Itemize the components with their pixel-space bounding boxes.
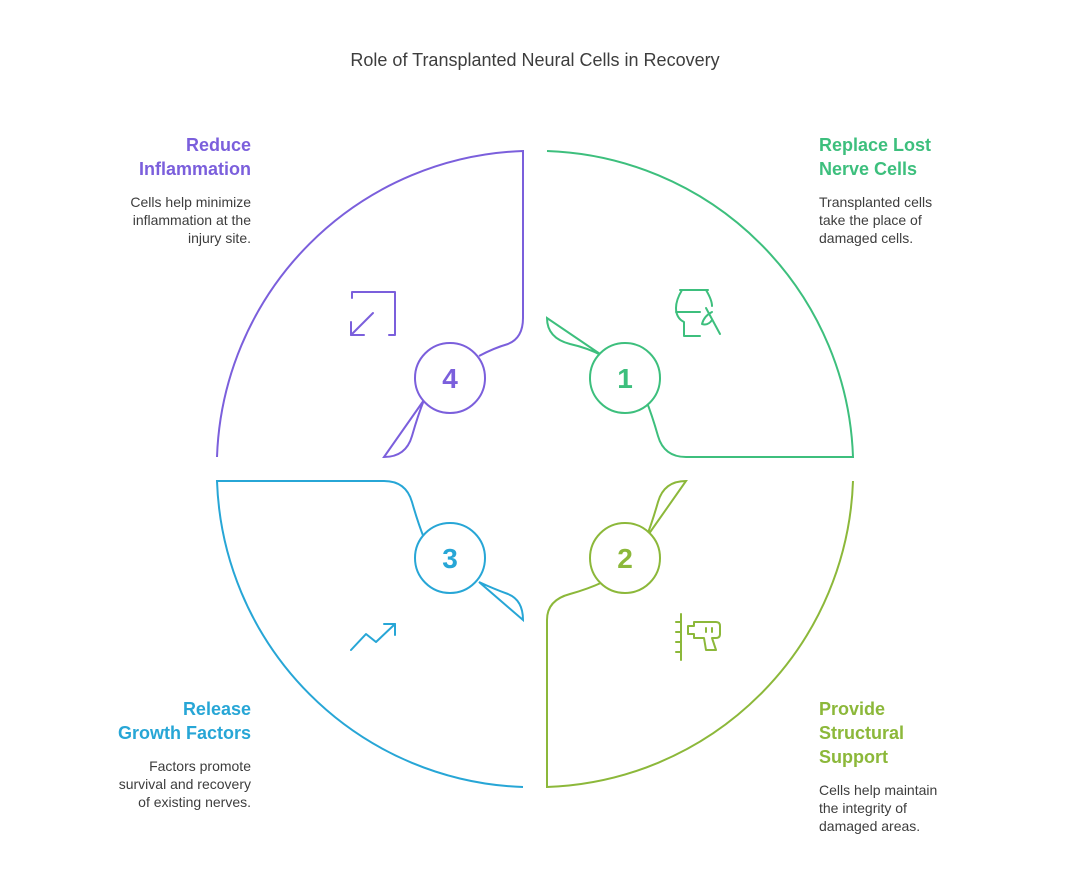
card-2-description: Cells help maintain the integrity of dam… — [819, 782, 938, 834]
quadrant-4-segment — [216, 149, 524, 459]
card-replace-lost-nerve-cells: Replace Lost Nerve Cells Transplanted ce… — [819, 133, 1019, 247]
card-1-description: Transplanted cells take the place of dam… — [819, 194, 933, 246]
step-1-badge: 1 — [589, 342, 661, 414]
drill-icon — [675, 613, 721, 661]
step-3-badge: 3 — [414, 522, 486, 594]
trend-up-icon — [350, 623, 396, 651]
card-1-heading-line1: Replace Lost — [819, 135, 932, 155]
step-2-badge: 2 — [589, 522, 661, 594]
card-3-description: Factors promote survival and recovery of… — [118, 758, 251, 810]
card-4-heading-line1: Reduce — [185, 135, 251, 155]
card-4-description: Cells help minimize inflammation at the … — [130, 194, 251, 246]
card-3-heading-line2: Growth Factors — [117, 723, 251, 743]
card-2-heading-line2: Structural — [819, 723, 905, 743]
shrink-arrow-icon — [350, 291, 396, 336]
card-4-heading-line2: Inflammation — [138, 159, 251, 179]
card-provide-structural-support: Provide Structural Support Cells help ma… — [819, 697, 1019, 835]
card-1-heading-line2: Nerve Cells — [819, 159, 918, 179]
step-4-badge: 4 — [414, 342, 486, 414]
step-4-number: 4 — [442, 363, 458, 394]
quadrant-1-segment — [545, 150, 855, 458]
diagram-title: Role of Transplanted Neural Cells in Rec… — [350, 50, 720, 70]
quadrant-2-segment — [546, 479, 854, 789]
step-1-number: 1 — [617, 363, 633, 394]
quadrant-3-segment — [215, 480, 525, 788]
vase-brush-icon — [675, 289, 721, 337]
card-2-heading-line1: Provide — [819, 699, 886, 719]
card-reduce-inflammation: Reduce Inflammation Cells help minimize … — [51, 133, 251, 247]
card-3-heading-line1: Release — [182, 699, 251, 719]
step-3-number: 3 — [442, 543, 458, 574]
card-2-heading-line3: Support — [819, 747, 888, 767]
card-release-growth-factors: Release Growth Factors Factors promote s… — [51, 697, 251, 811]
step-2-number: 2 — [617, 543, 633, 574]
